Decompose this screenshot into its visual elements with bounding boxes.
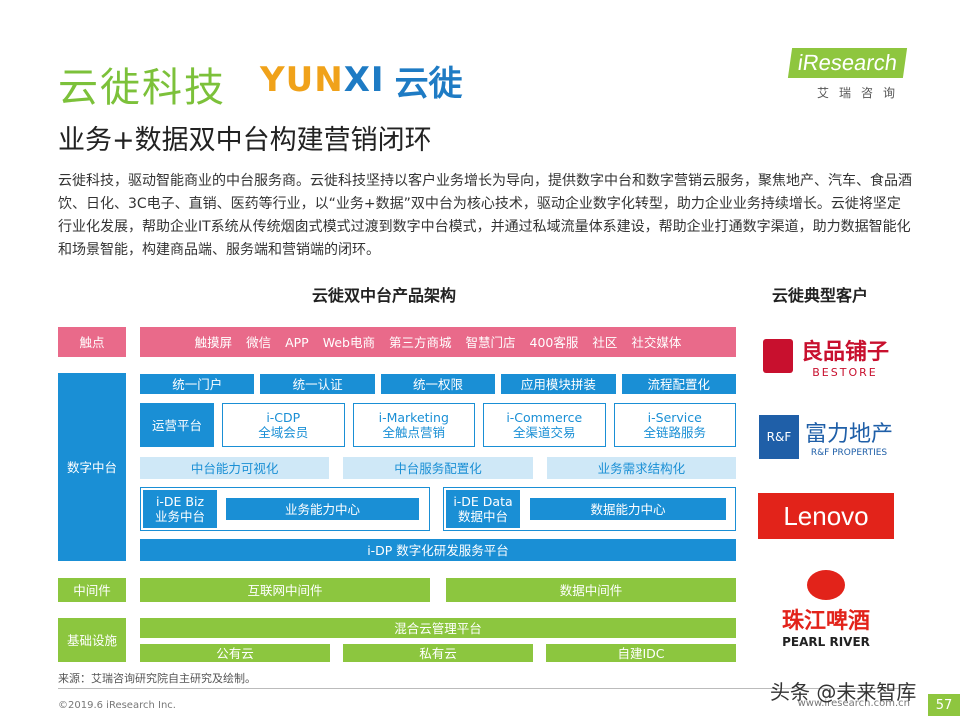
- yunxi-logo: YUNXI 云徙: [260, 58, 463, 104]
- customer-lenovo: Lenovo: [758, 493, 894, 539]
- service-desc: 全域会员: [258, 425, 309, 440]
- yunxi-logo-latin: YUNXI: [260, 60, 385, 100]
- touch-point-item: Web电商: [322, 334, 375, 350]
- unified-item: 应用模块拼装: [501, 374, 616, 394]
- touch-label: 触点: [58, 327, 126, 357]
- touch-point-item: 微信: [246, 334, 272, 350]
- page-subtitle: 业务+数据双中台构建营销闭环: [58, 125, 432, 156]
- service-name: i-Service: [647, 410, 702, 425]
- pearl-river-emblem-icon: [807, 569, 845, 600]
- lenovo-name: Lenovo: [783, 500, 869, 531]
- capability-item: 中台服务配置化: [343, 457, 533, 479]
- copyright: ©2019.6 iResearch Inc.: [58, 700, 176, 711]
- service-name: i-Commerce: [506, 410, 583, 425]
- architecture-title: 云徙双中台产品架构: [312, 286, 457, 305]
- service-desc: 全触点营销: [382, 425, 445, 440]
- company-title: 云徙科技: [58, 65, 226, 111]
- self-built-idc: 自建IDC: [546, 644, 736, 662]
- middleware-label: 中间件: [58, 578, 126, 602]
- touch-point-item: 社区: [592, 334, 618, 350]
- rf-name: 富力地产: [804, 422, 893, 447]
- touch-point-item: 第三方商城: [389, 334, 452, 350]
- hybrid-cloud-platform: 混合云管理平台: [140, 618, 736, 638]
- bestore-name-en: BESTORE: [812, 365, 878, 379]
- pearl-river-name: 珠江啤酒: [781, 608, 870, 634]
- customers-title: 云徙典型客户: [772, 286, 869, 305]
- infrastructure-label: 基础设施: [58, 618, 126, 662]
- internet-middleware: 互联网中间件: [140, 578, 430, 602]
- unified-item: 统一认证: [260, 374, 375, 394]
- footer-divider: [58, 688, 900, 689]
- data-capability-center: 数据能力中心: [530, 498, 726, 520]
- public-cloud: 公有云: [140, 644, 330, 662]
- service-name: i-CDP: [266, 410, 301, 425]
- digital-middle-label: 数字中台: [58, 373, 126, 561]
- service-name: i-Marketing: [378, 410, 449, 425]
- website-url: www.iresearch.com.cn: [797, 698, 910, 709]
- data-middleware: 数据中间件: [446, 578, 736, 602]
- biz-capability-center: 业务能力中心: [226, 498, 419, 520]
- pearl-river-name-en: PEARL RIVER: [782, 634, 870, 649]
- capability-item: 中台能力可视化: [140, 457, 330, 479]
- touch-point-item: 触摸屏: [194, 334, 233, 350]
- private-cloud: 私有云: [343, 644, 533, 662]
- unified-item: 统一权限: [380, 374, 496, 394]
- touch-point-item: APP: [285, 334, 309, 350]
- watermark: 头条 @未来智库: [770, 680, 917, 704]
- touch-points-bar: 触摸屏微信 APP Web电商第三方商城智慧门店 400客服社区社交媒体: [140, 327, 736, 357]
- source-note: 来源：艾瑞咨询研究院自主研究及绘制。: [58, 672, 256, 685]
- service-desc: 全链路服务: [643, 425, 706, 440]
- customer-pearl-river: 珠江啤酒 PEARL RIVER: [758, 568, 894, 650]
- rf-badge-icon: R&F: [758, 415, 799, 459]
- touch-point-item: 智慧门店: [465, 334, 516, 350]
- iresearch-logo: iResearch 艾瑞咨询: [787, 48, 908, 101]
- iresearch-logo-text: iResearch: [787, 48, 908, 78]
- customer-rf: R&F 富力地产 R&F PROPERTIES: [758, 408, 894, 466]
- unified-item: 流程配置化: [621, 374, 736, 394]
- bestore-icon: [762, 339, 793, 373]
- unified-item: 统一门户: [140, 374, 255, 394]
- touch-point-item: 400客服: [529, 334, 579, 350]
- intro-paragraph: 云徙科技，驱动智能商业的中台服务商。云徙科技坚持以客户业务增长为导向，提供数字中…: [58, 173, 912, 258]
- idp-platform: i-DP 数字化研发服务平台: [140, 539, 736, 561]
- bestore-name: 良品铺子: [800, 339, 889, 365]
- service-desc: 全渠道交易: [512, 425, 576, 440]
- customer-bestore: 良品铺子 BESTORE: [758, 328, 894, 384]
- rf-name-en: R&F PROPERTIES: [810, 448, 888, 458]
- page-number: 57: [928, 694, 960, 716]
- yunxi-logo-cjk: 云徙: [394, 63, 463, 104]
- capability-item: 业务需求结构化: [546, 457, 736, 479]
- touch-point-item: 社交媒体: [631, 334, 682, 350]
- ops-platform: 运营平台: [140, 403, 214, 447]
- iresearch-logo-sub: 艾瑞咨询: [816, 86, 905, 100]
